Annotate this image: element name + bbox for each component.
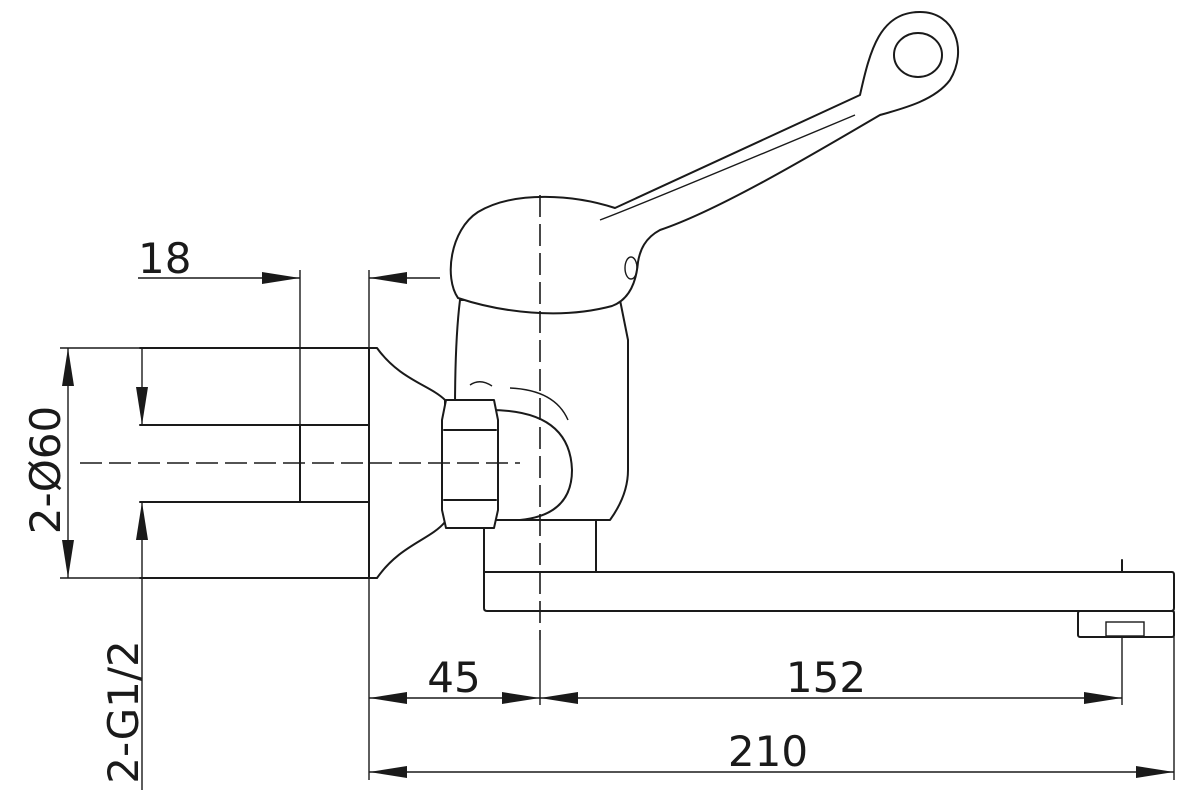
dim-diameter: 2-Ø60: [21, 348, 74, 578]
dim-wall-gap: 18: [138, 234, 440, 284]
dim-total-length-label: 210: [728, 727, 808, 776]
dim-offset: 45: [369, 653, 540, 704]
dim-diameter-label: 2-Ø60: [21, 406, 70, 534]
spout: [483, 559, 1175, 638]
dim-thread: 2-G1/2: [99, 348, 148, 790]
lever-handle: [449, 11, 959, 315]
extension-lines: [60, 270, 1175, 780]
dim-wall-gap-label: 18: [138, 234, 191, 283]
dim-offset-label: 45: [427, 653, 480, 702]
aerator-insert: [1105, 621, 1145, 637]
inlet-pipe: [139, 347, 370, 579]
aerator: [1077, 610, 1175, 638]
dim-spout-reach-label: 152: [786, 653, 866, 702]
dim-thread-label: 2-G1/2: [99, 640, 148, 784]
handle-eye: [893, 32, 943, 78]
dim-spout-reach: 152: [540, 653, 1122, 704]
dim-total-length: 210: [369, 727, 1174, 778]
hex-nut: [441, 399, 499, 529]
